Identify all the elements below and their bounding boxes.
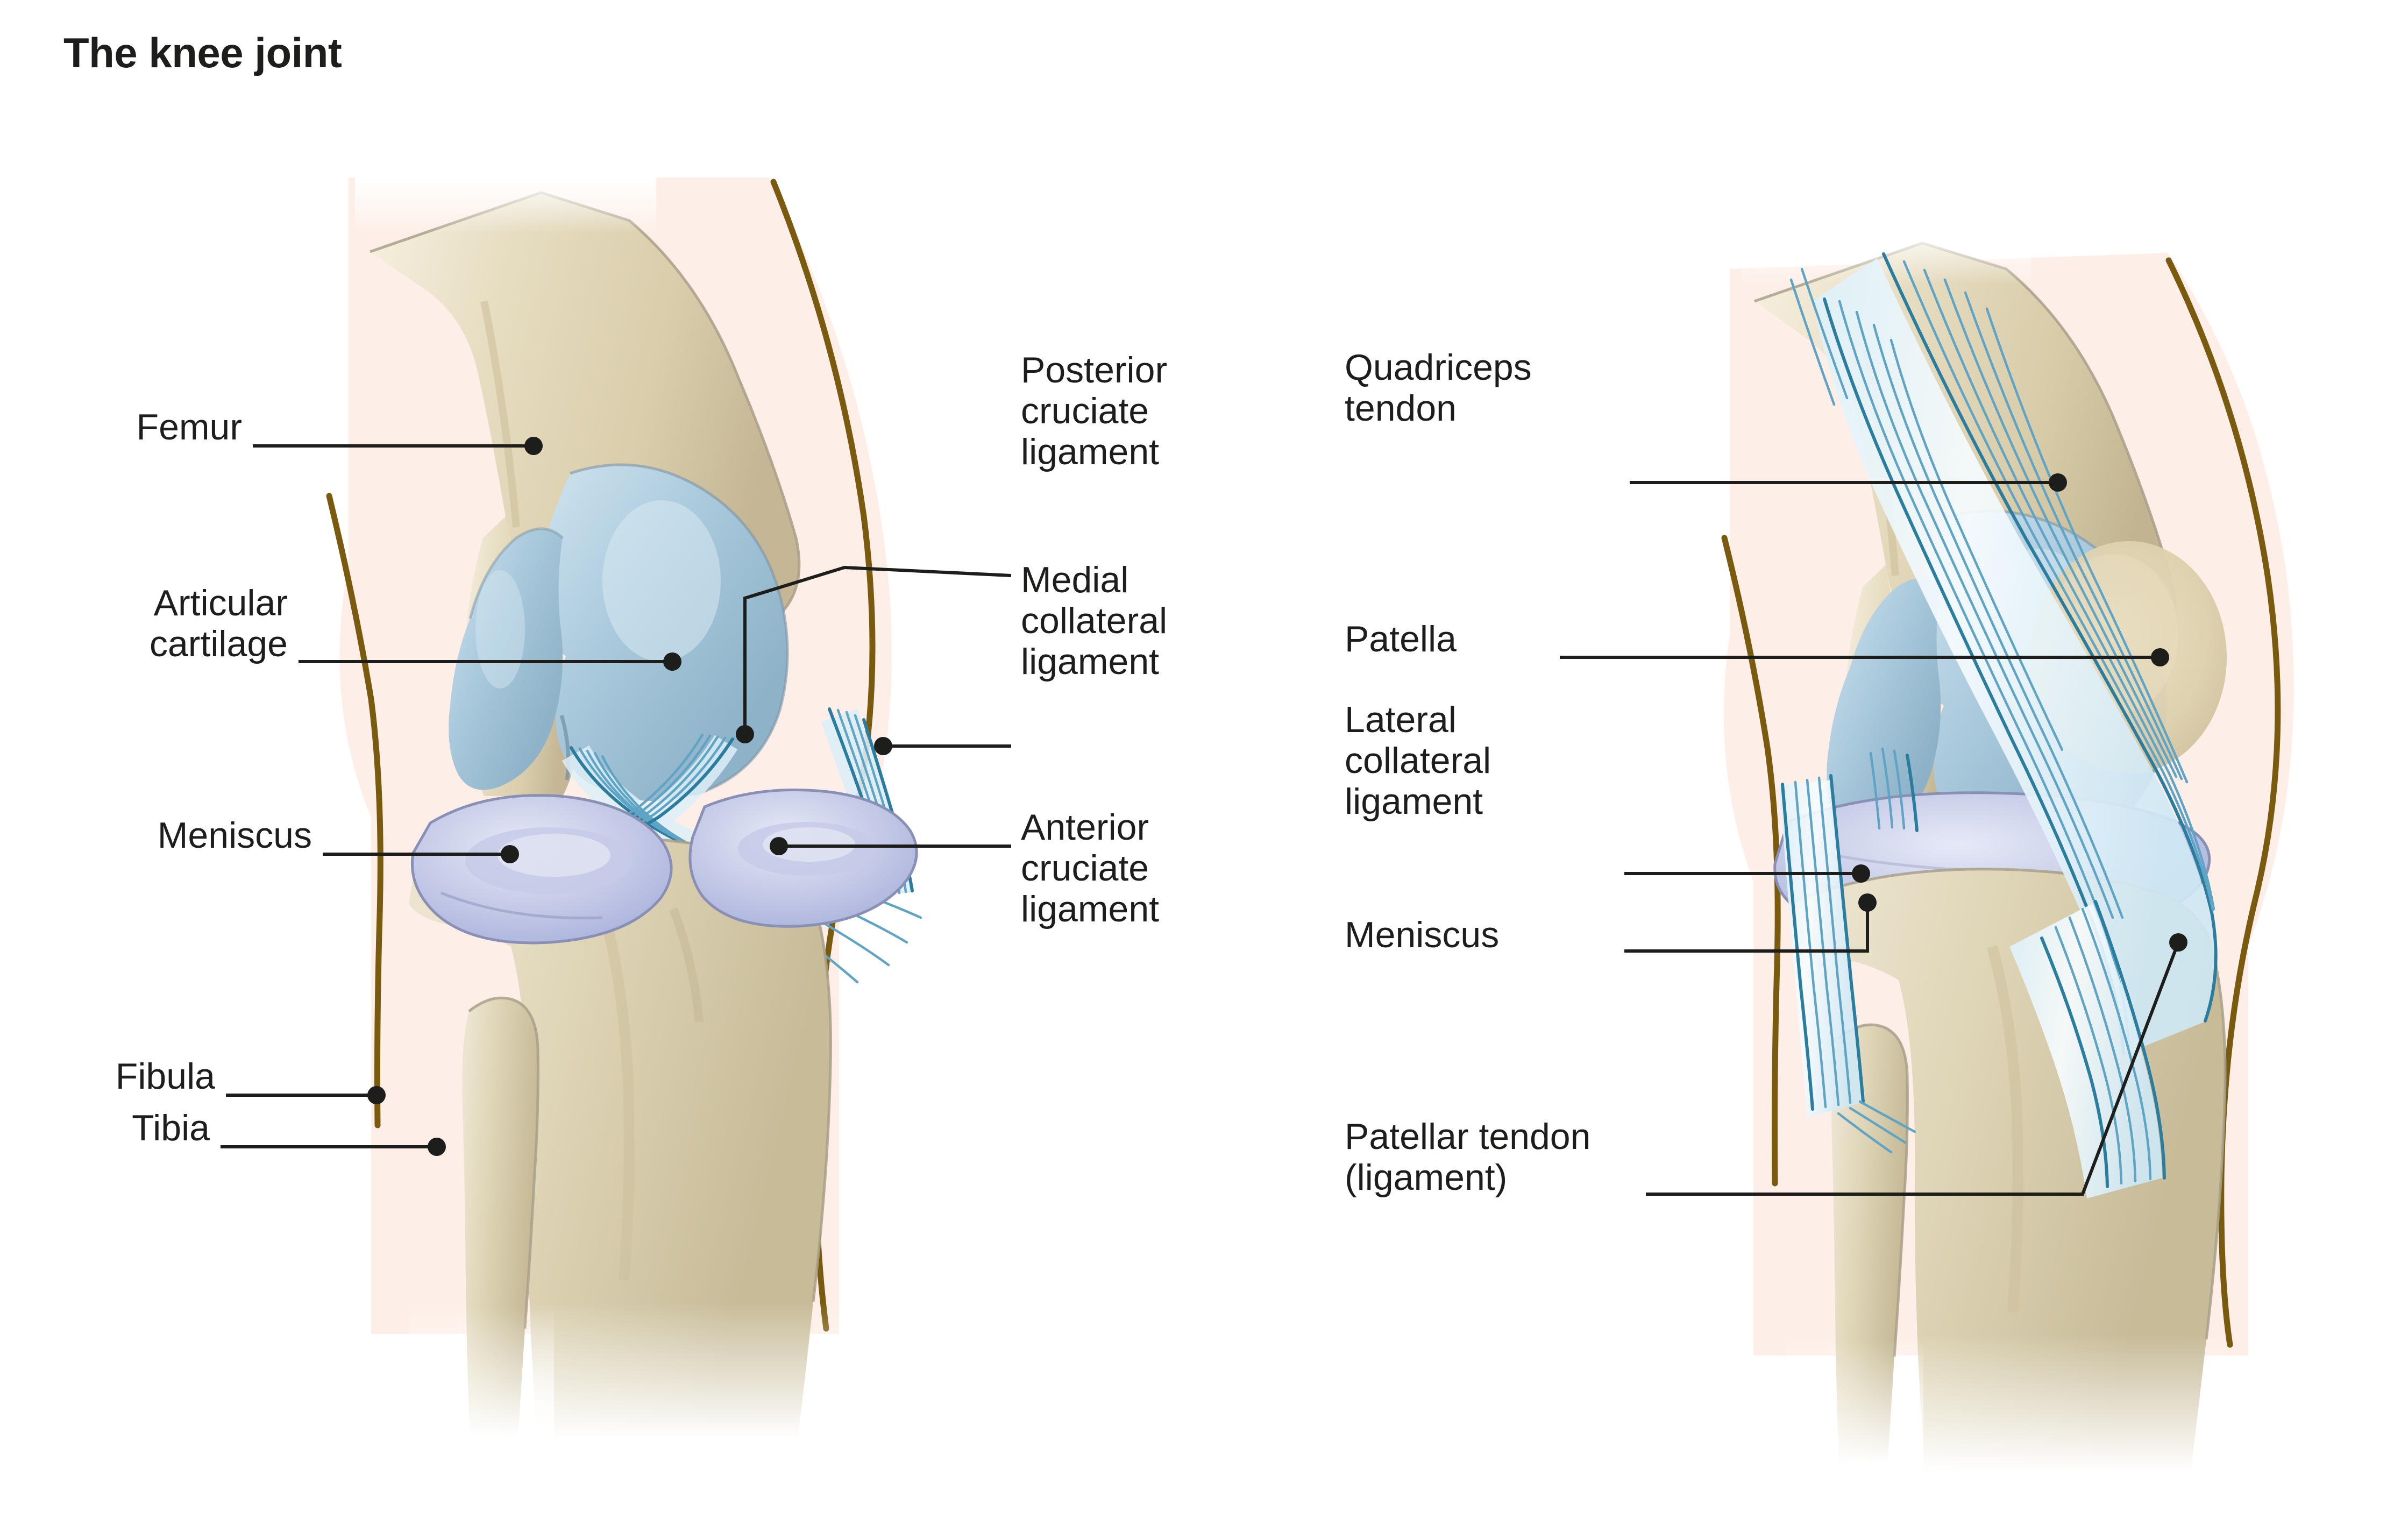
- tibia-bone: [409, 835, 839, 1474]
- left-panel-leader-lines: [221, 437, 1012, 1156]
- fibula-bone-right: [1827, 1023, 1923, 1495]
- label-tibia: Tibia: [132, 1108, 210, 1148]
- quadriceps-tendon-sheet: [1779, 252, 2218, 1198]
- label-posterior-cruciate-ligament: Posterior cruciate ligament: [1021, 350, 1168, 473]
- label-anterior-cruciate-ligament: Anterior cruciate ligament: [1021, 807, 1160, 930]
- label-lateral-collateral-ligament: Lateral collateral ligament: [1345, 699, 1491, 822]
- page-title: The knee joint: [63, 29, 342, 76]
- label-patellar-tendon: Patellar tendon (ligament): [1345, 1116, 1591, 1198]
- label-quadriceps-tendon: Quadriceps tendon: [1345, 347, 1532, 429]
- right-skin-silhouette: [1721, 253, 2294, 1356]
- label-meniscus-right: Meniscus: [1345, 914, 1500, 955]
- articular-cartilage-right: [1827, 509, 2167, 851]
- femur-bone: [355, 178, 801, 796]
- femur-bone-right: [1741, 226, 2178, 844]
- label-meniscus-left: Meniscus: [157, 815, 312, 856]
- patella-bone: [2031, 541, 2227, 773]
- articular-cartilage-shape: [449, 463, 789, 801]
- meniscus-shapes-left: [410, 789, 918, 945]
- label-femur: Femur: [136, 407, 242, 448]
- label-fibula: Fibula: [115, 1056, 215, 1097]
- label-medial-collateral-ligament: Medial collateral ligament: [1021, 559, 1168, 683]
- label-patella: Patella: [1345, 619, 1457, 659]
- meniscus-shapes-right: [1773, 791, 2211, 942]
- left-ligament-fibers: [562, 707, 922, 1015]
- left-skin-silhouette: [326, 178, 892, 1334]
- tibia-bone-right: [1786, 868, 2227, 1506]
- right-panel-leader-lines: [1560, 473, 2187, 1196]
- label-articular-cartilage: Articular cartilage: [149, 583, 288, 665]
- fibula-bone: [457, 996, 554, 1468]
